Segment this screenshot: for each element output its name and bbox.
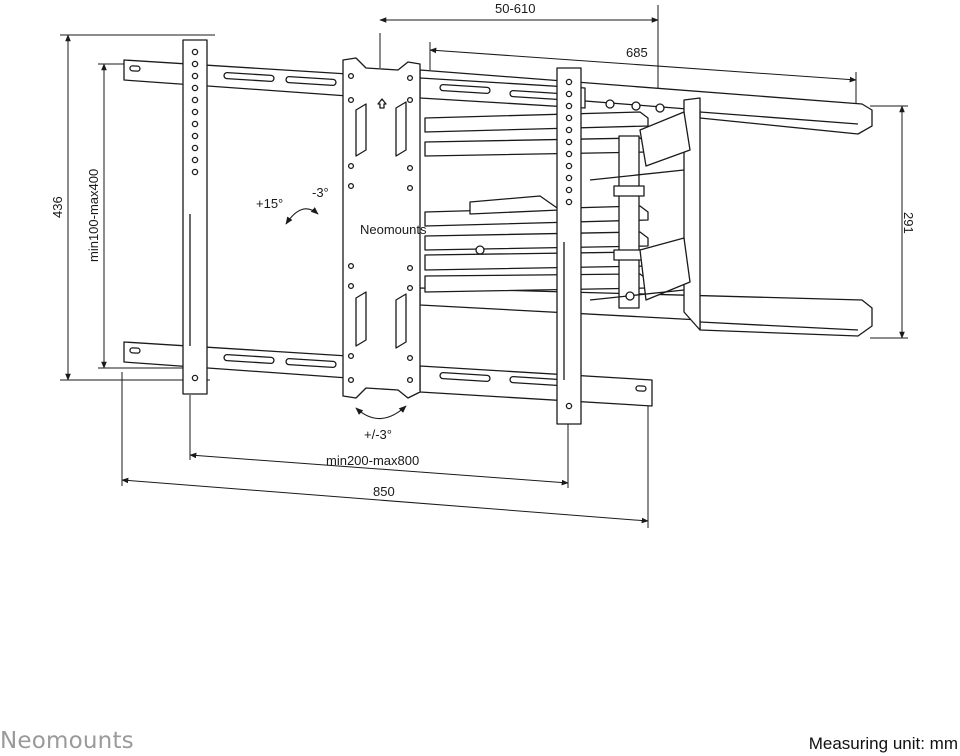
footer-brand-logo: Neomounts [0,728,134,754]
plate-brand-label: Neomounts [360,222,427,237]
horizontal-vesa-label: min200-max800 [326,453,419,468]
dimension-lines [60,5,908,528]
arm-length-label: 685 [626,45,648,60]
rotation-label: +/-3° [364,427,392,442]
center-plate [342,57,421,399]
tilt-up-label: +15° [256,196,283,211]
vertical-vesa-label: min100-max400 [86,169,101,262]
arm-extension-label: 50-610 [495,1,535,16]
depth-label: 291 [901,212,916,234]
vertical-strips [182,39,582,425]
articulating-arms [419,69,873,337]
measuring-unit-label: Measuring unit: mm [808,734,958,753]
angle-arcs [285,207,407,420]
width-total-label: 850 [373,484,395,499]
height-total-label: 436 [50,196,65,218]
tilt-down-label: -3° [312,185,329,200]
